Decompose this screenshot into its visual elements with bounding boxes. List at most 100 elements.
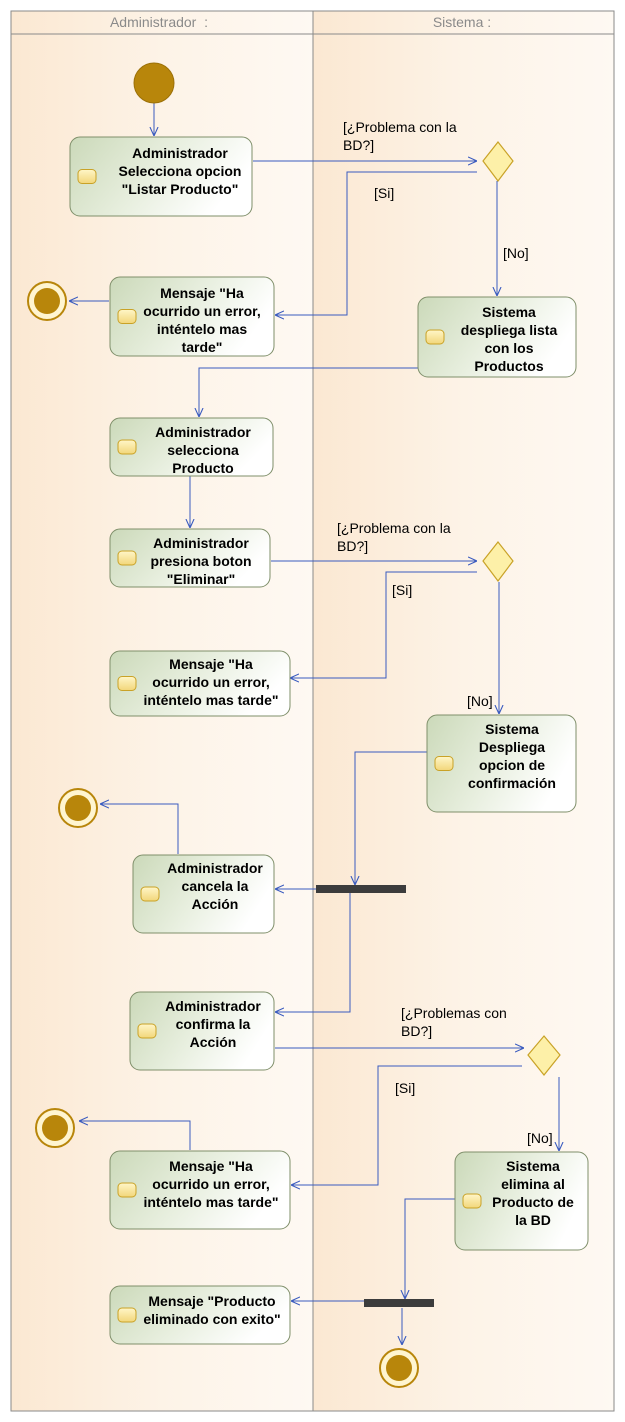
flow-a10-to-end3	[79, 1121, 191, 1150]
initial-node	[133, 62, 175, 104]
activity-label-line: Sistema	[506, 1158, 560, 1174]
flow-a8-to-end2	[100, 804, 179, 854]
guard-yes-3: [Si]	[395, 1080, 415, 1096]
activity-label-line: Producto de	[492, 1194, 574, 1210]
activity-label-line: ocurrido un error,	[152, 1176, 269, 1192]
flow-decision2-yes	[290, 571, 477, 678]
activity-label: Sistema elimina al Producto de la BD	[492, 1158, 574, 1228]
activity-a12: Mensaje "Producto eliminado con exito"	[109, 1285, 291, 1345]
final-node-cancel	[58, 788, 98, 828]
activity-label-line: selecciona	[167, 442, 239, 458]
activity-label-line: Acción	[190, 1034, 237, 1050]
activity-icon	[117, 550, 137, 566]
guard-problem-bd-2: [¿Problema con la BD?]	[337, 520, 455, 554]
activity-label-line: Mensaje "Ha	[160, 285, 244, 301]
activity-label: Administrador confirma la Acción	[165, 998, 261, 1050]
activity-box	[417, 296, 577, 378]
activity-label-line: Administrador	[132, 145, 228, 161]
activity-box	[132, 854, 275, 934]
activity-label-line: Selecciona opcion	[119, 163, 242, 179]
activity-label-line: opcion de	[479, 757, 545, 773]
activity-label-line: Mensaje "Ha	[169, 656, 253, 672]
guard-yes-1: [Si]	[374, 185, 394, 201]
activity-box	[109, 1150, 291, 1230]
activity-icon	[117, 1307, 137, 1323]
flow-a3-to-a4	[199, 367, 418, 417]
activity-box	[426, 714, 577, 813]
activity-a10: Mensaje "Ha ocurrido un error, inténtelo m…	[109, 1150, 291, 1230]
guard-no-3: [No]	[527, 1130, 553, 1146]
activity-a11: Sistema elimina al Producto de la BD	[454, 1151, 589, 1251]
activity-icon	[462, 1193, 482, 1209]
activity-label-line: confirma la	[176, 1016, 251, 1032]
activity-label-line: Administrador	[165, 998, 261, 1014]
flow-decision1-yes	[275, 171, 477, 315]
activity-label: Mensaje "Producto eliminado con exito"	[143, 1293, 280, 1327]
activity-box	[69, 136, 253, 217]
activity-icon	[117, 1182, 137, 1198]
decision-node-2	[482, 541, 514, 582]
activity-label: Mensaje "Ha ocurrido un error, inténtelo m…	[143, 656, 278, 708]
activity-a5: Administrador presiona boton "Eliminar"	[109, 528, 271, 588]
activity-icon	[425, 329, 445, 345]
activity-label-line: inténtelo mas tarde"	[143, 1194, 278, 1210]
guard-no-2: [No]	[467, 693, 493, 709]
activity-label-line: "Eliminar"	[167, 571, 236, 587]
activity-label-line: Sistema	[485, 721, 539, 737]
activity-label-line: ocurrido un error,	[152, 674, 269, 690]
activity-label-line: "Listar Producto"	[122, 181, 239, 197]
guard-no-1: [No]	[503, 245, 529, 261]
activity-label-line: ocurrido un error,	[143, 303, 260, 319]
lane-title-sistema: Sistema :	[433, 14, 491, 30]
activity-icon	[117, 309, 137, 324]
activity-label-line: Acción	[192, 896, 239, 912]
control-flows	[69, 103, 559, 1345]
decision-node-1	[482, 141, 514, 182]
activity-label-line: Mensaje "Ha	[169, 1158, 253, 1174]
activity-label-line: Administrador	[155, 424, 251, 440]
activity-label-line: elimina al	[501, 1176, 565, 1192]
activity-label: Mensaje "Ha ocurrido un error, inténtelo m…	[143, 1158, 278, 1210]
lane-title-administrador: Administrador :	[110, 14, 208, 30]
activity-label-line: Administrador	[167, 860, 263, 876]
activity-label-line: Administrador	[153, 535, 249, 551]
activity-label-line: Sistema	[482, 304, 536, 320]
activity-label-line: despliega lista	[461, 322, 558, 338]
activity-label-line: inténtelo mas tarde"	[143, 692, 278, 708]
activity-icon	[77, 169, 97, 184]
flow-a11-to-fork2	[405, 1198, 455, 1299]
flow-fork1-to-a9	[275, 893, 351, 1012]
activity-label-line: Mensaje "Producto	[148, 1293, 275, 1309]
guard-labels: [¿Problema con la BD?] [Si] [No] [¿Probl…	[337, 119, 553, 1146]
activity-box	[109, 276, 275, 357]
activity-label-line: Productos	[474, 358, 543, 374]
activity-a2: Mensaje "Ha ocurrido un error, inténtelo m…	[109, 276, 275, 357]
activity-label-line: Producto	[172, 460, 233, 476]
activity-label-line: eliminado con exito"	[143, 1311, 280, 1327]
activity-icon	[137, 1023, 157, 1039]
activity-box	[109, 1285, 291, 1345]
guard-yes-2: [Si]	[392, 582, 412, 598]
flow-a7-to-fork1	[355, 751, 427, 885]
activity-label-line: con los	[484, 340, 533, 356]
decision-node-3	[527, 1035, 561, 1076]
activity-icon	[434, 756, 454, 771]
activity-label-line: inténtelo mas	[157, 321, 247, 337]
activity-label-line: tarde"	[182, 339, 223, 355]
activity-label-line: la BD	[515, 1212, 551, 1228]
activity-label-line: presiona boton	[150, 553, 251, 569]
flow-decision3-yes	[291, 1065, 522, 1185]
final-node-error-1	[27, 281, 67, 321]
activity-icon	[117, 439, 137, 455]
activity-label-line: confirmación	[468, 775, 556, 791]
